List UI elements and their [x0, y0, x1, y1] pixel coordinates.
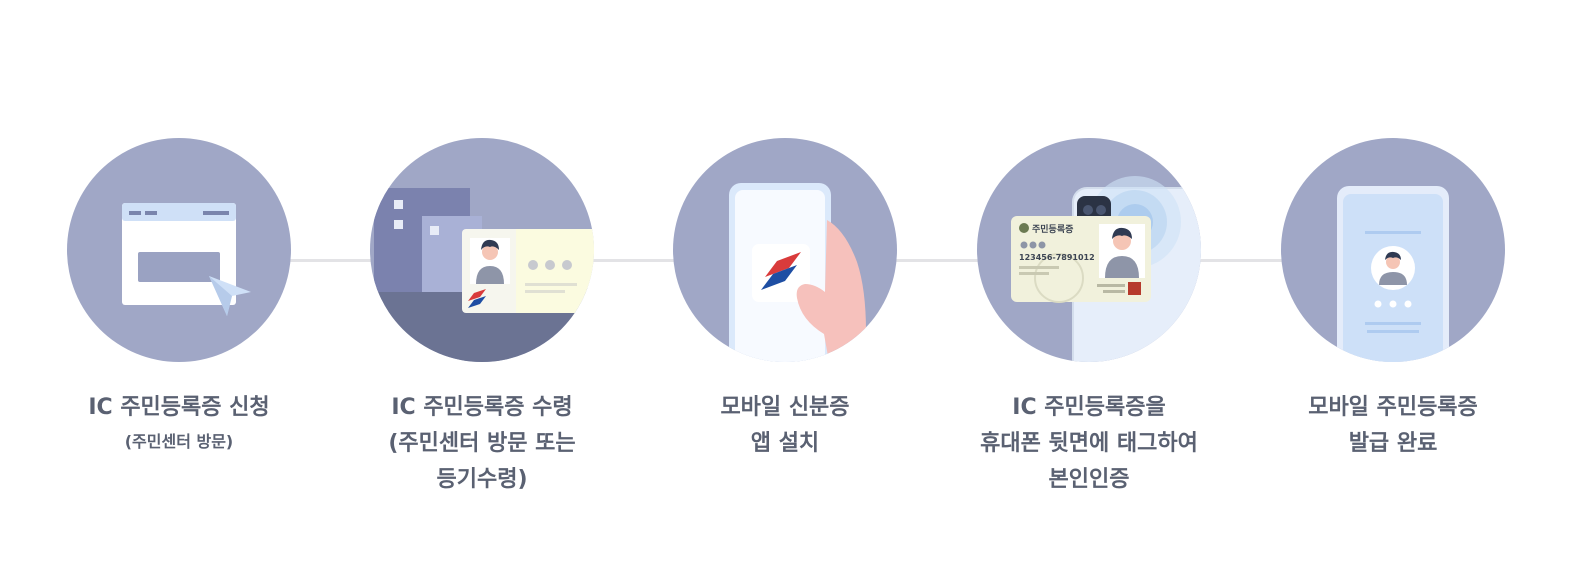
nfc-card-tag-icon: 주민등록증 123456-7891012 [1011, 176, 1201, 362]
step-verify-line-3: 본인인증 [1048, 467, 1130, 492]
step-apply: IC 주민등록증 신청 (주민센터 방문) [59, 138, 299, 458]
step-apply-label: IC 주민등록증 신청 (주민센터 방문) [59, 390, 299, 458]
card-number-text: 123456-7891012 [1019, 253, 1095, 262]
step-install-label: 모바일 신분증 앱 설치 [665, 390, 905, 462]
step-complete-line-2: 발급 완료 [1348, 431, 1438, 456]
step-complete-line-1: 모바일 주민등록증 [1308, 395, 1478, 420]
step-verify: 주민등록증 123456-7891012 IC 주민등록증을 휴대폰 뒷면에 태… [969, 138, 1209, 498]
id-card-building-icon [370, 188, 594, 362]
step-install-line-2: 앱 설치 [750, 431, 820, 456]
step-apply-circle [67, 138, 291, 362]
step-receive: IC 주민등록증 수령 (주민센터 방문 또는 등기수령) [362, 138, 602, 498]
step-receive-line-1: IC 주민등록증 수령 [391, 395, 573, 420]
step-receive-label: IC 주민등록증 수령 (주민센터 방문 또는 등기수령) [362, 390, 602, 498]
browser-window-icon [122, 203, 251, 316]
step-complete-circle [1281, 138, 1505, 362]
step-receive-line-2: (주민센터 방문 또는 [388, 431, 576, 456]
step-apply-subtitle: (주민센터 방문) [124, 432, 234, 451]
step-receive-line-3: 등기수령) [436, 467, 528, 492]
mobile-app-icon [729, 183, 866, 362]
step-verify-line-1: IC 주민등록증을 [1012, 395, 1166, 420]
mobile-profile-icon [1337, 186, 1449, 362]
step-complete-label: 모바일 주민등록증 발급 완료 [1273, 390, 1513, 462]
step-complete: 모바일 주민등록증 발급 완료 [1273, 138, 1513, 462]
step-verify-line-2: 휴대폰 뒷면에 태그하여 [980, 431, 1198, 456]
step-install-line-1: 모바일 신분증 [720, 395, 850, 420]
step-install-circle [673, 138, 897, 362]
step-install: 모바일 신분증 앱 설치 [665, 138, 905, 462]
step-verify-label: IC 주민등록증을 휴대폰 뒷면에 태그하여 본인인증 [969, 390, 1209, 498]
step-apply-title: IC 주민등록증 신청 [88, 395, 270, 420]
card-title-text: 주민등록증 [1032, 223, 1073, 235]
step-receive-circle [370, 138, 594, 362]
step-verify-circle: 주민등록증 123456-7891012 [977, 138, 1201, 362]
